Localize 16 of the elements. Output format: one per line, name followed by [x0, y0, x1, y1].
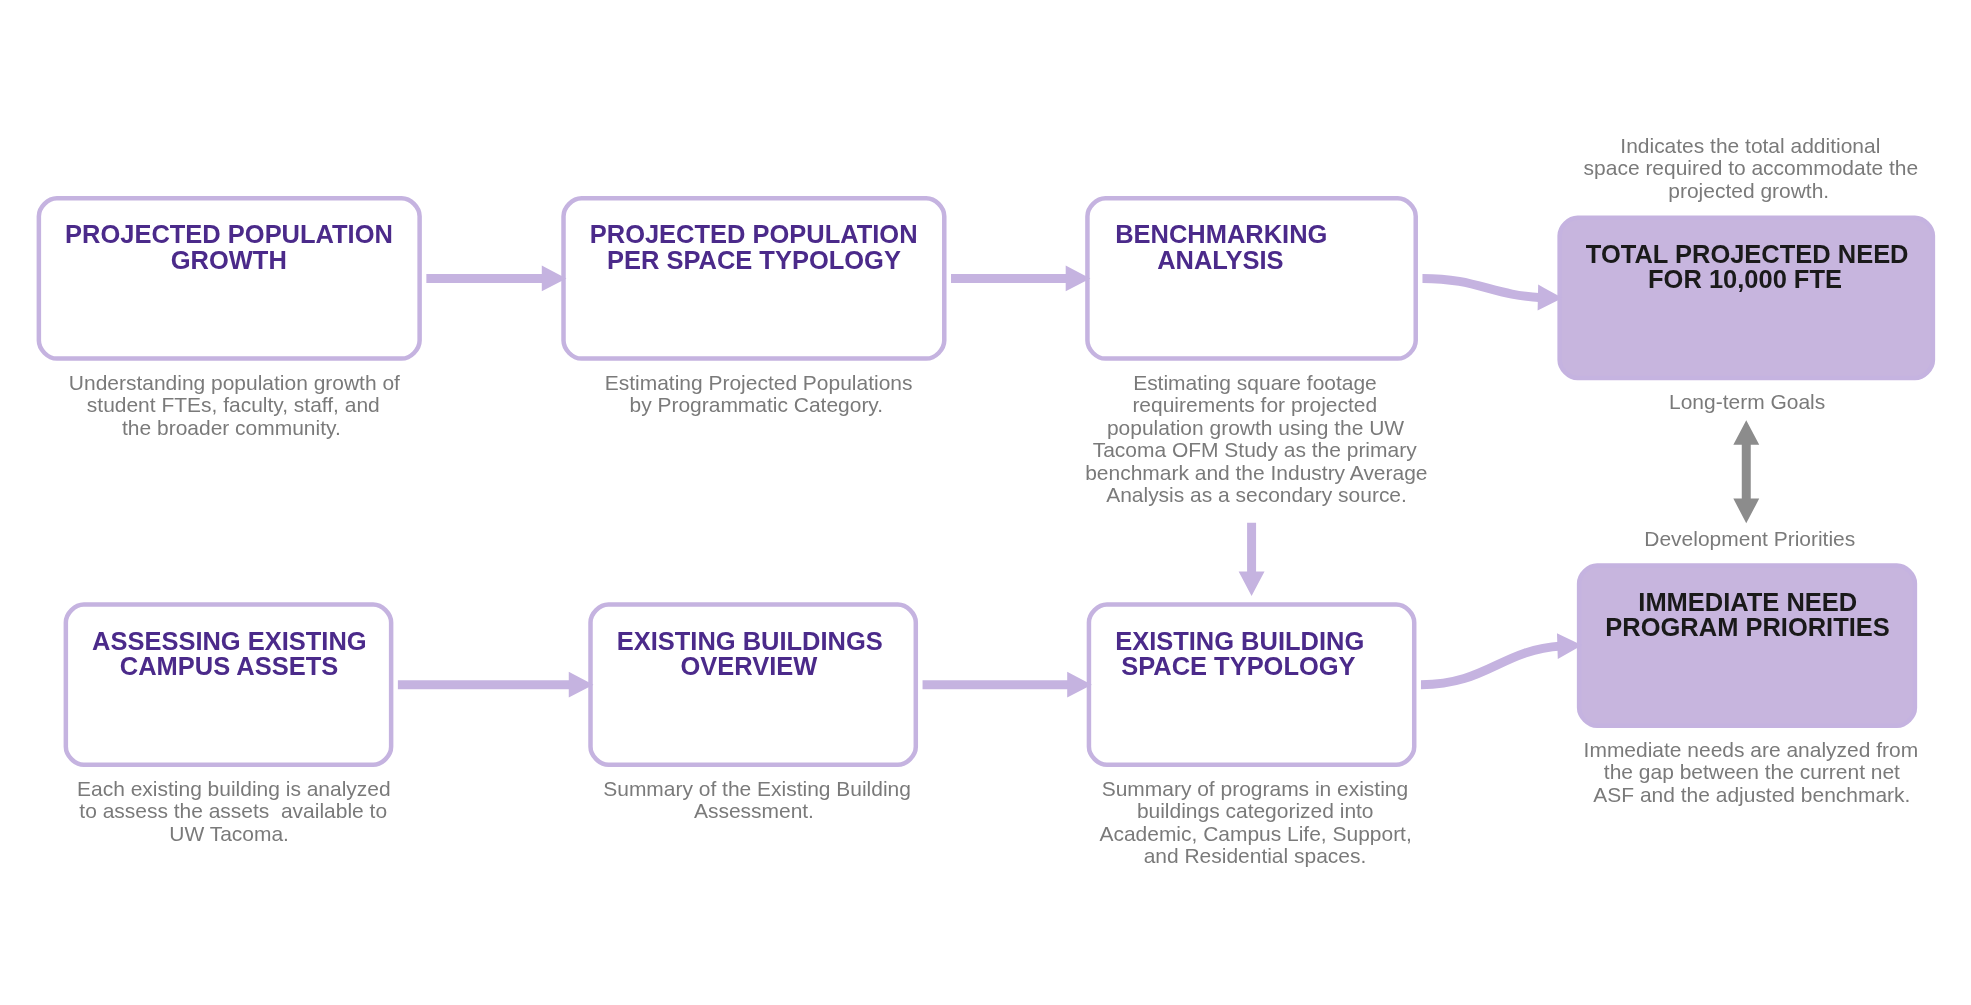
node-label: Immediate needs are analyzed from the gap between the current net ASF and the adjusted benchmark.	[1583, 737, 1919, 806]
arrow	[951, 265, 1091, 292]
node-label: Estimating square footage requirements for projected population growth using the UW Tacoma OFM Study as the primary benchmark and the Industry Average Analysis as a secondary source.	[1085, 370, 1428, 507]
node-label: Development Priorities	[1644, 526, 1856, 550]
node-label: Indicates the total additional space required to accommodate the projected growth.	[1583, 133, 1919, 202]
arrow	[397, 671, 594, 698]
node-label: Long-term Goals	[1669, 390, 1826, 414]
node-label: Estimating Projected Populations by Programmatic Category.	[604, 370, 913, 417]
arrow	[922, 671, 1092, 698]
node-label: Summary of programs in existing buildings categorized into Academic, Campus Life, Support, and Residential spaces.	[1099, 776, 1412, 868]
arrow	[1238, 522, 1265, 597]
arrow	[426, 265, 567, 292]
node-label: Summary of the Existing Building Assessment.	[603, 776, 911, 823]
node-label: Understanding population growth of student FTEs, faculty, staff, and the broader community.	[68, 370, 400, 439]
node-label: Each existing building is analyzed to assess the assets available to UW Tacoma.	[77, 776, 391, 845]
arrow	[1733, 420, 1760, 524]
